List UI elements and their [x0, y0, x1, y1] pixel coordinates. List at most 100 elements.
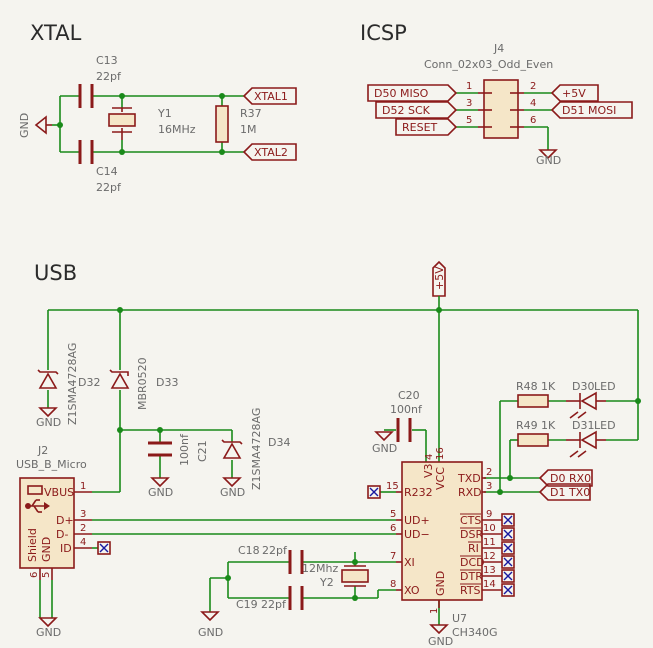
u7-dtr-label: DTR: [460, 570, 483, 583]
icsp-section-title: ICSP: [360, 21, 407, 45]
net-label-xtal1: [242, 87, 297, 105]
c13-ref: C13: [96, 54, 118, 67]
c20-value: 100nf: [390, 403, 423, 416]
j2-gnd-label: GND: [40, 537, 53, 562]
u7-v3-label: V3: [422, 463, 435, 478]
reset-label: RESET: [402, 121, 438, 134]
j2-id-noconnect: [97, 541, 111, 555]
j2-dp-label: D+: [56, 514, 74, 527]
y1-ref: Y1: [157, 107, 172, 120]
d32-ref: D32: [78, 376, 100, 389]
u7-gnd-net-label: GND: [428, 635, 453, 648]
j2-pin-gnd: 5: [41, 572, 52, 578]
capacitor-c18: [288, 550, 304, 574]
c14-value: 22pf: [96, 181, 122, 194]
d33-value: MBR0520: [136, 357, 149, 410]
c18-ref: C18: [238, 544, 260, 557]
c21-value: 100nf: [178, 433, 191, 466]
capacitor-c14: [78, 140, 94, 164]
c21-gnd-label: GND: [148, 486, 173, 499]
icsp-gnd-symbol: [538, 149, 558, 160]
u7-pin-xo: 8: [390, 579, 396, 590]
d31-value: LED: [594, 419, 616, 432]
d34-gnd-symbol: [222, 477, 242, 488]
diode-d33: [109, 369, 130, 389]
r49-ref: R49: [516, 419, 538, 432]
u7-gnd-label: GND: [434, 571, 447, 596]
u7-pin-txd: 2: [486, 467, 492, 478]
d30-value: LED: [594, 380, 616, 393]
u7-r232-label: R232: [404, 486, 433, 499]
ic-u7: [401, 461, 483, 601]
j4-value: Conn_02x03_Odd_Even: [424, 58, 553, 71]
u7-udm-label: UD−: [404, 528, 430, 541]
usb-5v-label: +5V: [433, 266, 446, 290]
j2-id-label: ID: [60, 542, 72, 555]
capacitor-c21: [148, 441, 172, 457]
xtal2-label: XTAL2: [254, 146, 288, 159]
y2-ref: Y2: [319, 576, 334, 589]
j2-gnd-symbol: [38, 617, 58, 628]
u7-pin-rxd: 3: [486, 481, 492, 492]
u7-rxd-label: RXD: [458, 486, 482, 499]
d32-value: Z1SMA4728AG: [66, 343, 79, 425]
led-d30: [566, 391, 606, 419]
r49-value: 1K: [541, 419, 556, 432]
crystal-y2: [341, 565, 369, 587]
j2-ref: J2: [37, 444, 48, 457]
u7-pin-gnd: 1: [429, 608, 440, 614]
resistor-r37: [215, 105, 229, 143]
icsp-gnd-label: GND: [536, 154, 561, 167]
resistor-r49: [517, 433, 549, 447]
j4-pin-1: 1: [466, 81, 472, 92]
u7-pin-dsr: 10: [483, 523, 496, 534]
u7-dsr-label: DSR: [460, 528, 483, 541]
net-label-miso: [367, 84, 458, 102]
r37-ref: R37: [240, 107, 262, 120]
u7-pin-r232: 15: [386, 481, 399, 492]
c19-ref: C19: [236, 598, 258, 611]
c20-gnd-label: GND: [372, 442, 397, 455]
u7-pin-udm: 6: [390, 523, 396, 534]
y1-value: 16MHz: [158, 123, 196, 136]
j2-vbus-label: VBUS: [44, 486, 74, 499]
u7-pin-xi: 7: [390, 551, 396, 562]
u7-noconnect-markers: [367, 485, 515, 597]
j2-pin-vbus: 1: [80, 481, 86, 492]
xtal-section-title: XTAL: [30, 21, 82, 45]
r48-ref: R48: [516, 380, 538, 393]
u7-dcd-label: DCD: [460, 556, 485, 569]
tx-net-label: D1 TX0: [550, 486, 590, 499]
connector-j2: [19, 477, 92, 580]
c21-gnd-symbol: [150, 477, 170, 488]
j4-pin-6: 6: [530, 115, 536, 126]
u7-rts-label: RTS: [460, 584, 481, 597]
j2-dm-label: D-: [56, 528, 68, 541]
xtal-usb-gnd-symbol: [200, 611, 220, 622]
j2-pin-dm: 2: [80, 523, 86, 534]
net-label-mosi: [550, 101, 633, 119]
c13-value: 22pf: [96, 70, 122, 83]
d32-gnd-symbol: [38, 407, 58, 418]
r37-value: 1M: [240, 123, 257, 136]
usb-icon: [25, 485, 50, 513]
u7-ref: U7: [452, 612, 467, 625]
j2-pin-id: 4: [80, 537, 86, 548]
u7-pin-dcd: 12: [483, 551, 496, 562]
j2-pin-dp: 3: [80, 509, 86, 520]
u7-pin-dtr: 13: [483, 565, 496, 576]
net-label-5v-icsp: [550, 84, 599, 102]
crystal-y1: [108, 107, 136, 140]
u7-overbars: [460, 513, 481, 585]
d33-ref: D33: [156, 376, 178, 389]
j2-pin-shield: 6: [29, 572, 40, 578]
j4-pin-5: 5: [466, 115, 472, 126]
d34-value: Z1SMA4728AG: [250, 408, 263, 490]
d31-ref: D31: [572, 419, 594, 432]
c14-ref: C14: [96, 165, 118, 178]
resistor-r48: [517, 394, 549, 408]
c19-value: 22pf: [261, 598, 287, 611]
u7-pin-rts: 14: [483, 579, 496, 590]
c18-value: 22pf: [262, 544, 288, 557]
usb-wires: [39, 296, 641, 625]
